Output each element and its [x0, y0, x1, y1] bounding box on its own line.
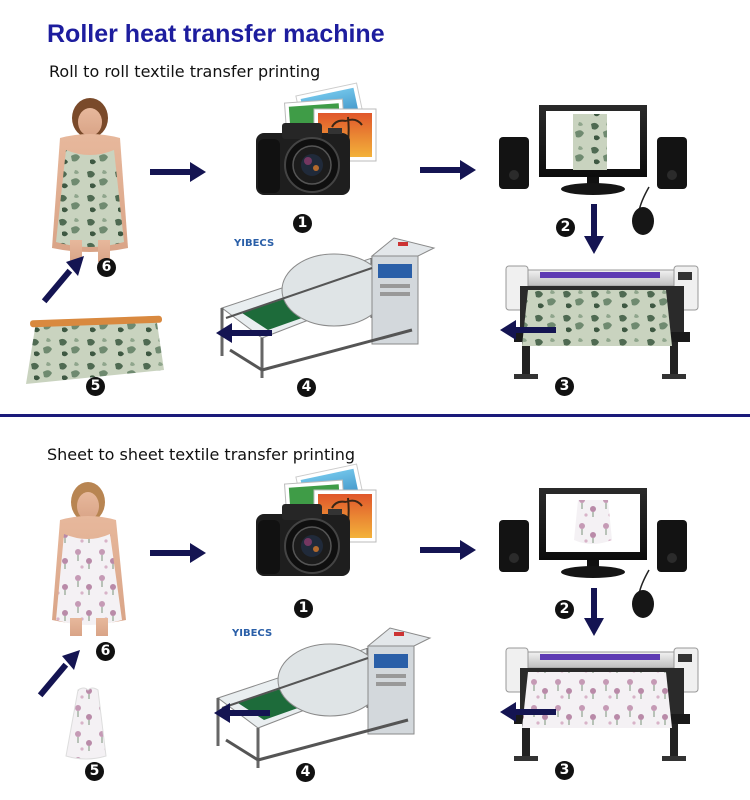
s1-step-4-badge: 4: [297, 378, 316, 397]
s2-step-1-badge: 1: [294, 599, 313, 618]
s1-arrow-3: [584, 204, 604, 254]
s2-garment: [52, 482, 126, 636]
s1-printer-icon: [506, 266, 698, 379]
s2-fabric-sheet: [66, 688, 106, 759]
s1-garment: [52, 98, 128, 262]
s2-printer-icon: [506, 648, 698, 761]
s2-arrow-6: [38, 650, 80, 697]
s2-camera-icon: [256, 464, 376, 576]
s2-step-4-badge: 4: [296, 763, 315, 782]
s2-arrow-2: [420, 540, 476, 560]
s2-step-6-badge: 6: [96, 642, 115, 661]
s2-arrow-1: [150, 543, 206, 563]
s2-heatpress-icon: [218, 628, 430, 768]
s1-step-1-badge: 1: [293, 214, 312, 233]
s1-heatpress-icon: [222, 238, 434, 378]
s1-machine-brand: YIBECS: [234, 238, 274, 249]
s2-arrow-3: [584, 588, 604, 636]
s1-step-6-badge: 6: [97, 258, 116, 277]
s2-step-5-badge: 5: [85, 762, 104, 781]
s1-arrow-2: [420, 160, 476, 180]
s2-step-3-badge: 3: [555, 761, 574, 780]
s2-step-2-badge: 2: [555, 600, 574, 619]
s1-fabric-roll: [26, 316, 164, 384]
s1-step-3-badge: 3: [555, 377, 574, 396]
s1-camera-icon: [256, 83, 376, 195]
s1-arrow-1: [150, 162, 206, 182]
s1-step-5-badge: 5: [86, 377, 105, 396]
s1-arrow-6: [42, 256, 84, 303]
s1-step-2-badge: 2: [556, 218, 575, 237]
s2-machine-brand: YIBECS: [232, 628, 272, 639]
